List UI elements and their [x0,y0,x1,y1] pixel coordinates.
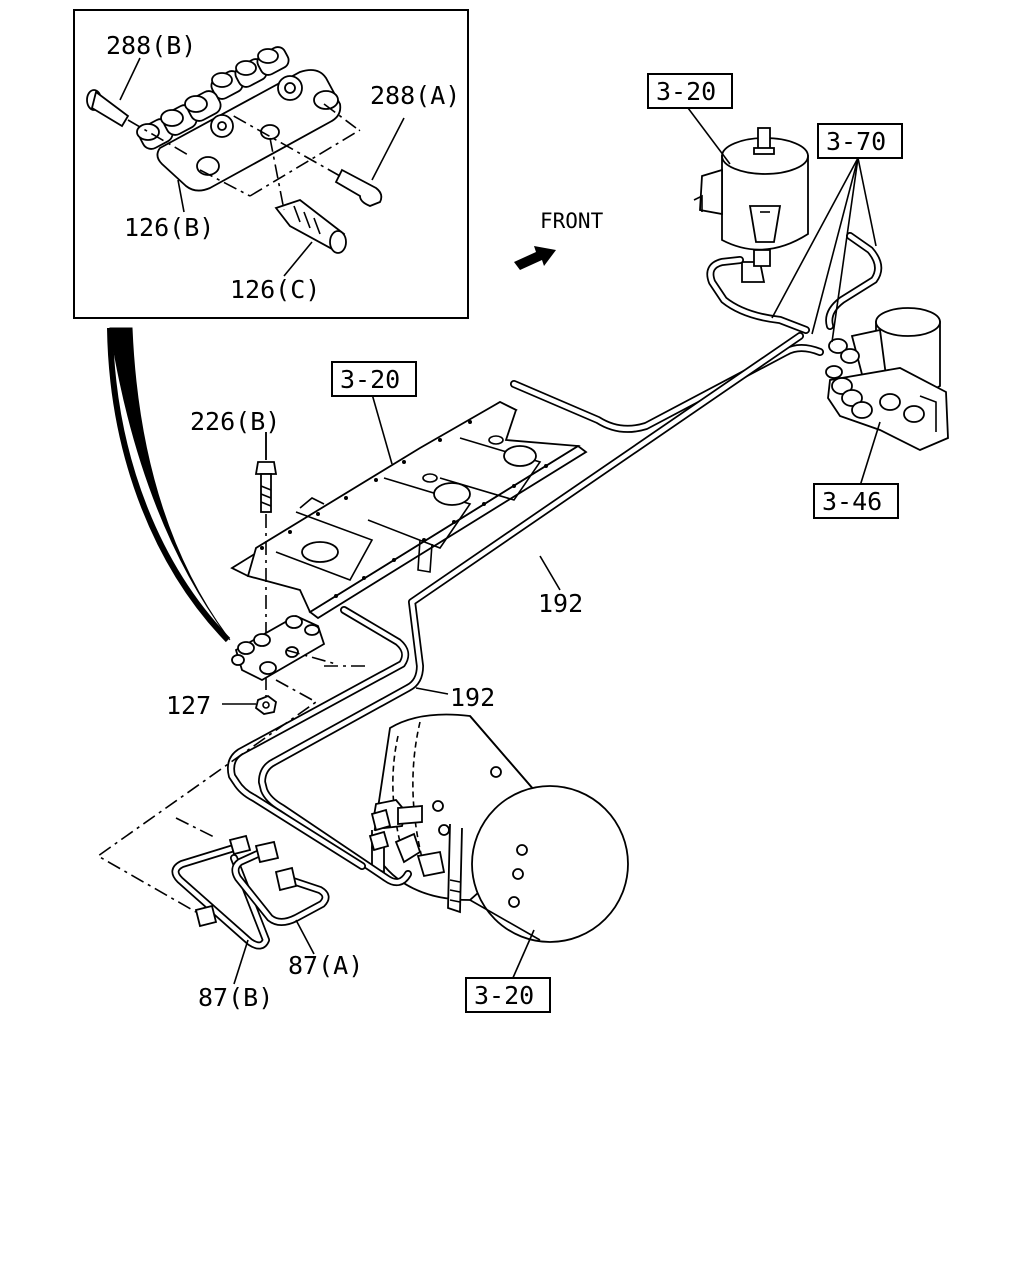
ref-3-70-label: 3-70 [826,127,886,156]
ref-3-20-top-label: 3-20 [656,77,716,106]
ref-3-20-bottom-label: 3-20 [474,981,534,1010]
label-87b: 87(B) [198,983,273,1012]
inset-detail: 288(B) 288(A) 126(B) 126(C) [73,9,469,319]
bolt-226b [254,432,278,640]
fitting-126c [199,129,361,254]
ref-3-46-label: 3-46 [822,487,882,516]
label-226b: 226(B) [190,407,280,436]
label-127: 127 [166,691,211,720]
front-arrow-icon [514,246,556,270]
ref-box-3-20-mid[interactable]: 3-20 [331,361,417,397]
manifold-block-detail [136,46,342,192]
label-126c: 126(C) [230,275,320,304]
ref-box-3-20-top[interactable]: 3-20 [647,73,733,109]
pin-288b [86,89,191,157]
air-dryer [825,307,949,451]
ref-box-3-70[interactable]: 3-70 [817,123,903,159]
label-126b: 126(B) [124,213,214,242]
ref-box-3-46[interactable]: 3-46 [813,483,899,519]
pin-288a [229,103,383,207]
centerlines [96,649,366,913]
pipe-fittings [194,808,392,928]
lower-air-tank [371,713,629,943]
label-288b: 288(B) [106,31,196,60]
ref-3-20-mid-label: 3-20 [340,365,400,394]
leader-lines [233,107,881,985]
label-192-lower: 192 [450,683,495,712]
frame-crossmember [230,400,588,620]
manifold-block [231,614,326,682]
front-indicator: FRONT [514,209,604,270]
ref-box-3-20-bottom[interactable]: 3-20 [465,977,551,1013]
label-87a: 87(A) [288,951,363,980]
label-192-upper: 192 [538,589,583,618]
label-288a: 288(A) [370,81,460,110]
detail-callout-arrow [109,327,231,641]
upper-air-tank [693,127,809,283]
nut-127 [222,676,277,715]
front-label: FRONT [540,209,604,233]
